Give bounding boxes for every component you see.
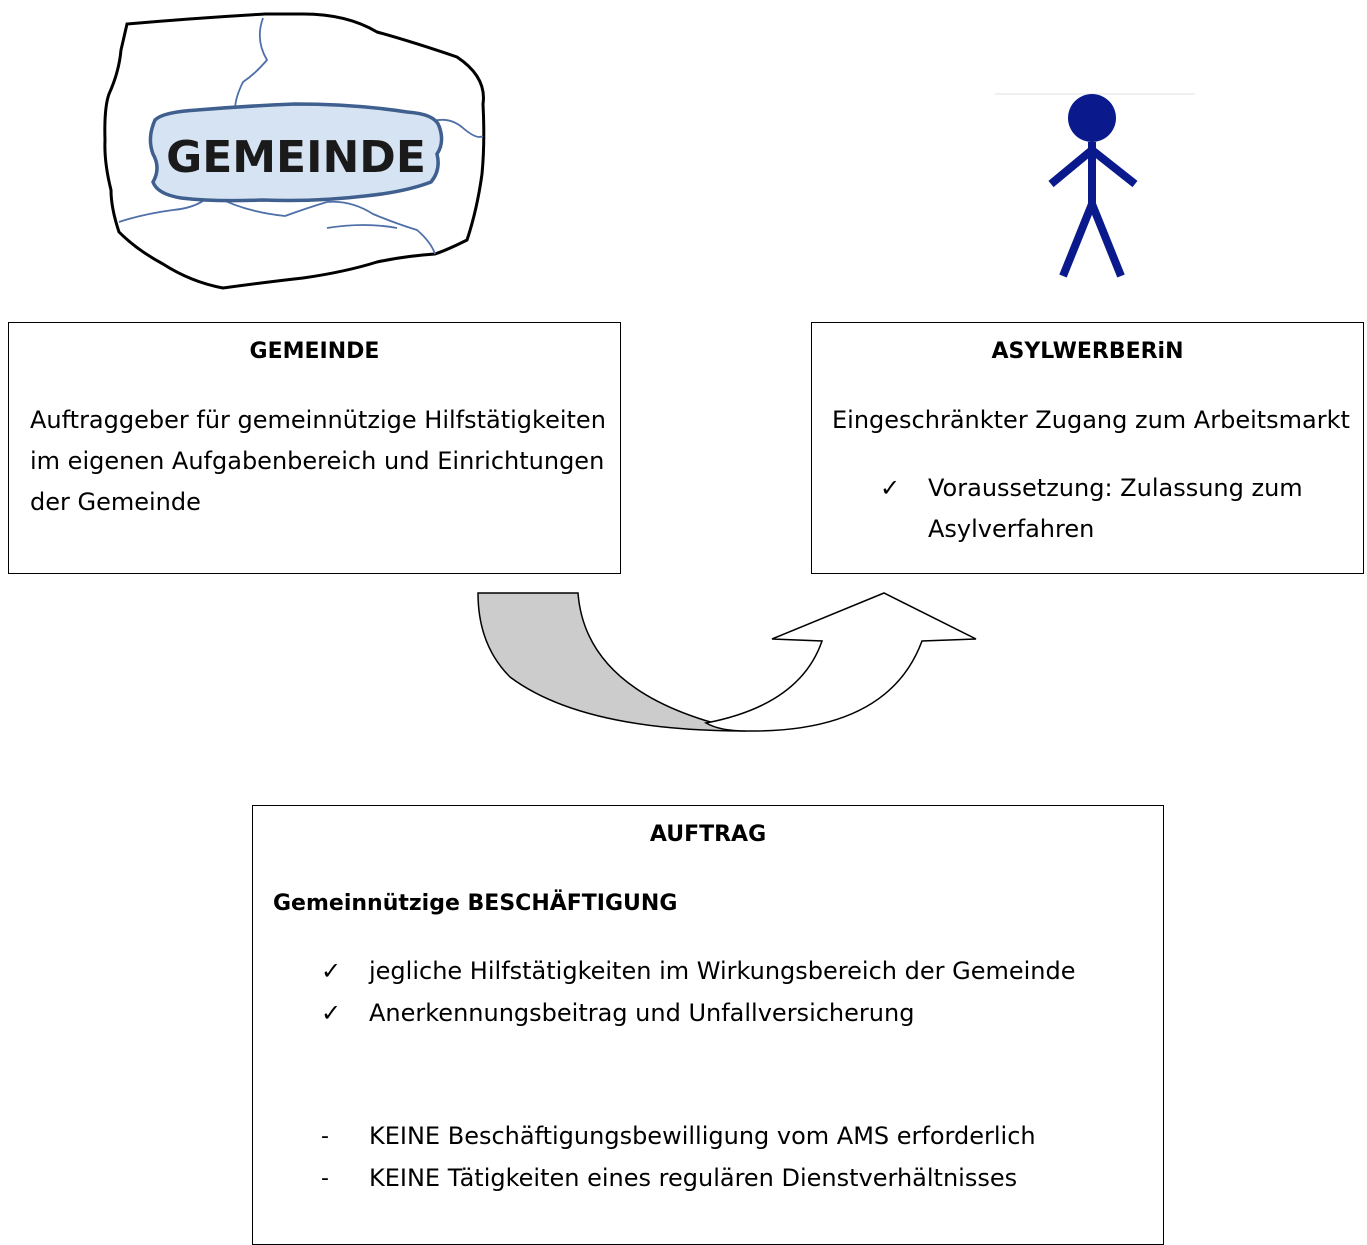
auftrag-dash-text-1: KEINE Beschäftigungsbewilligung vom AMS …	[369, 1122, 1036, 1150]
gemeinde-box: GEMEINDE Auftraggeber für gemeinnützige …	[8, 322, 621, 574]
gemeinde-line-3: der Gemeinde	[30, 488, 201, 516]
asylwerber-check-line-1: Voraussetzung: Zulassung zum	[928, 474, 1303, 502]
check-icon: ✓	[880, 474, 901, 502]
auftrag-dash-item-1: - KEINE Beschäftigungsbewilligung vom AM…	[321, 1116, 1036, 1157]
asylwerber-box: ASYLWERBERiN Eingeschränkter Zugang zum …	[811, 322, 1364, 574]
gemeinde-label-shape	[148, 102, 444, 203]
curved-arrow-icon	[477, 592, 977, 732]
auftrag-check-text-1: jegliche Hilfstätigkeiten im Wirkungsber…	[369, 957, 1076, 985]
auftrag-dash-item-2: - KEINE Tätigkeiten eines regulären Dien…	[321, 1158, 1017, 1199]
asylwerber-check-line-2: Asylverfahren	[928, 515, 1095, 543]
auftrag-subtitle: Gemeinnützige BESCHÄFTIGUNG	[273, 891, 678, 916]
arrow-head-shape	[703, 592, 977, 732]
check-icon: ✓	[321, 999, 342, 1027]
auftrag-dash-text-2: KEINE Tätigkeiten eines regulären Dienst…	[369, 1164, 1018, 1192]
gemeinde-line-2: im eigenen Aufgabenbereich und Einrichtu…	[30, 447, 605, 475]
arrow-tail-shape	[477, 592, 747, 732]
dash-marker: -	[321, 1166, 329, 1191]
check-icon: ✓	[321, 957, 342, 985]
auftrag-check-item-1: ✓ jegliche Hilfstätigkeiten im Wirkungsb…	[321, 951, 1076, 992]
auftrag-check-text-2: Anerkennungsbeitrag und Unfallversicheru…	[369, 999, 915, 1027]
river-lines	[118, 17, 484, 255]
person-icon	[995, 93, 1195, 278]
gemeinde-line-1: Auftraggeber für gemeinnützige Hilfstäti…	[30, 406, 606, 434]
auftrag-check-item-2: ✓ Anerkennungsbeitrag und Unfallversiche…	[321, 993, 914, 1034]
dash-marker: -	[321, 1124, 329, 1149]
gemeinde-box-title: GEMEINDE	[249, 339, 380, 364]
gemeinde-logo-text: GEMEINDE	[166, 132, 426, 183]
asylwerber-check-item: ✓ Voraussetzung: Zulassung zum Asylverfa…	[880, 468, 1303, 550]
auftrag-box: AUFTRAG Gemeinnützige BESCHÄFTIGUNG ✓ je…	[252, 805, 1164, 1245]
gemeinde-map-logo: GEMEINDE	[103, 12, 486, 290]
gemeinde-box-description: Auftraggeber für gemeinnützige Hilfstäti…	[30, 400, 606, 523]
asylwerber-box-text: Eingeschränkter Zugang zum Arbeitsmarkt	[832, 406, 1350, 434]
auftrag-box-title: AUFTRAG	[649, 822, 767, 847]
asylwerber-box-title: ASYLWERBERiN	[991, 339, 1184, 364]
